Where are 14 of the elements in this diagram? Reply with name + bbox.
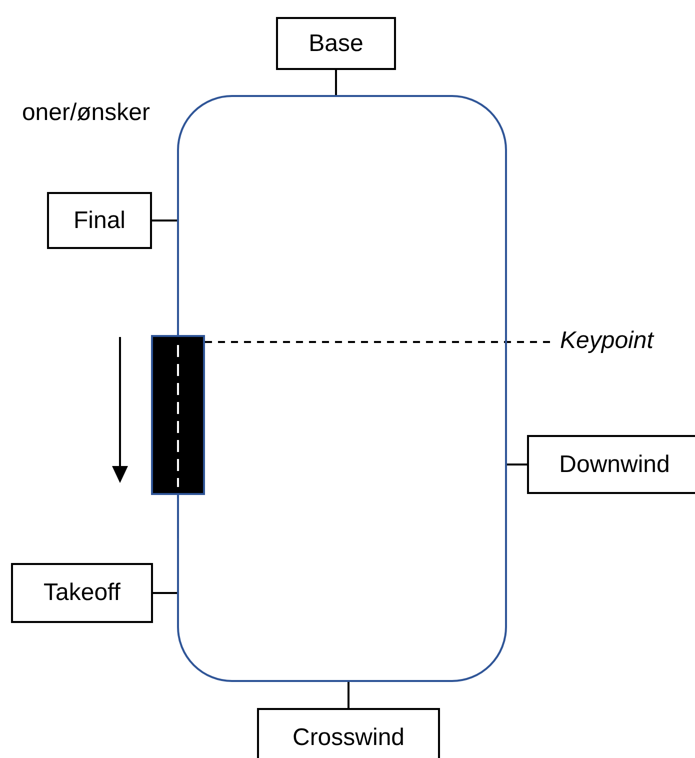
leader-line [205, 341, 550, 343]
note-text: oner/ønsker [22, 101, 150, 125]
leader-line [152, 220, 177, 222]
label-box: Takeoff [11, 563, 153, 623]
label-box: Final [47, 192, 152, 249]
leader-line [348, 682, 350, 708]
leader-line [335, 70, 337, 95]
label-box: Base [276, 17, 396, 70]
runway [151, 335, 205, 495]
label-box: Downwind [527, 435, 695, 494]
label-box: Crosswind [257, 708, 440, 758]
leader-line [153, 592, 177, 594]
callout-text: Keypoint [560, 329, 654, 353]
leader-line [507, 464, 527, 466]
